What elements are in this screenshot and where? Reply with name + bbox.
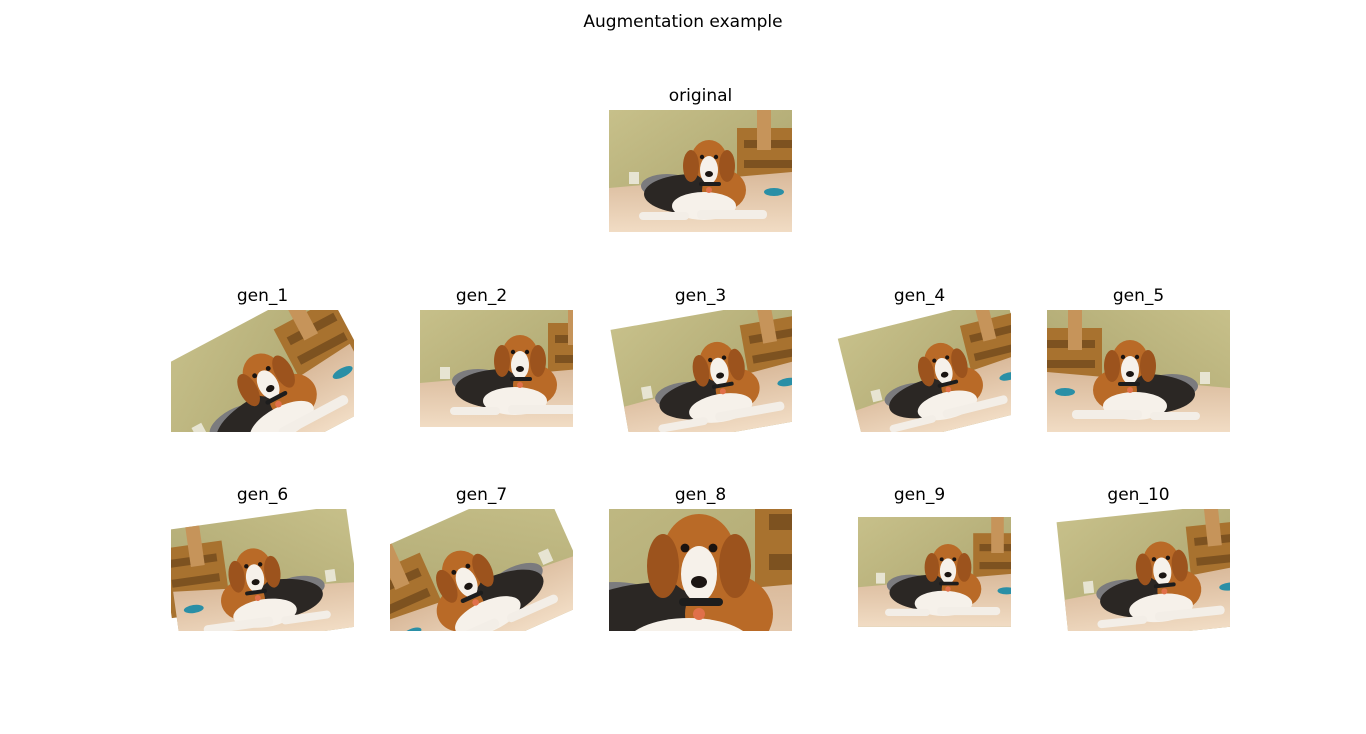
panel-title: original — [668, 86, 733, 106]
panel-title: gen_8 — [674, 485, 727, 505]
dog-photo — [1056, 509, 1230, 631]
panel-gen-2: gen_2 — [390, 286, 573, 432]
dog-photo — [390, 509, 573, 631]
panel-gen-9: gen_9 — [828, 485, 1011, 631]
panel-gen-7: gen_7 — [390, 485, 573, 631]
figure-title: Augmentation example — [583, 12, 783, 32]
panel-gen-10: gen_10 — [1047, 485, 1230, 631]
panel-title: gen_1 — [236, 286, 289, 306]
dog-photo — [171, 509, 354, 631]
panel-original: original — [609, 86, 792, 232]
panel-title: gen_3 — [674, 286, 727, 306]
panel-title: gen_9 — [893, 485, 946, 505]
dog-photo — [610, 310, 792, 432]
dog-photo — [420, 310, 573, 427]
panel-title: gen_5 — [1112, 286, 1165, 306]
panel-title: gen_2 — [455, 286, 508, 306]
dog-photo — [609, 110, 792, 232]
dog-photo — [1047, 310, 1230, 432]
panel-gen-8: gen_8 — [609, 485, 792, 631]
panel-title: gen_6 — [236, 485, 289, 505]
panel-title: gen_4 — [893, 286, 946, 306]
panel-gen-3: gen_3 — [609, 286, 792, 432]
panel-gen-1: gen_1 — [171, 286, 354, 432]
panel-title: gen_10 — [1107, 485, 1170, 505]
dog-photo — [609, 509, 792, 631]
dog-photo — [837, 310, 1011, 432]
panel-gen-5: gen_5 — [1047, 286, 1230, 432]
panel-gen-4: gen_4 — [828, 286, 1011, 432]
dog-photo — [171, 310, 354, 432]
dog-photo — [858, 517, 1011, 627]
panel-title: gen_7 — [455, 485, 508, 505]
panel-gen-6: gen_6 — [171, 485, 354, 631]
